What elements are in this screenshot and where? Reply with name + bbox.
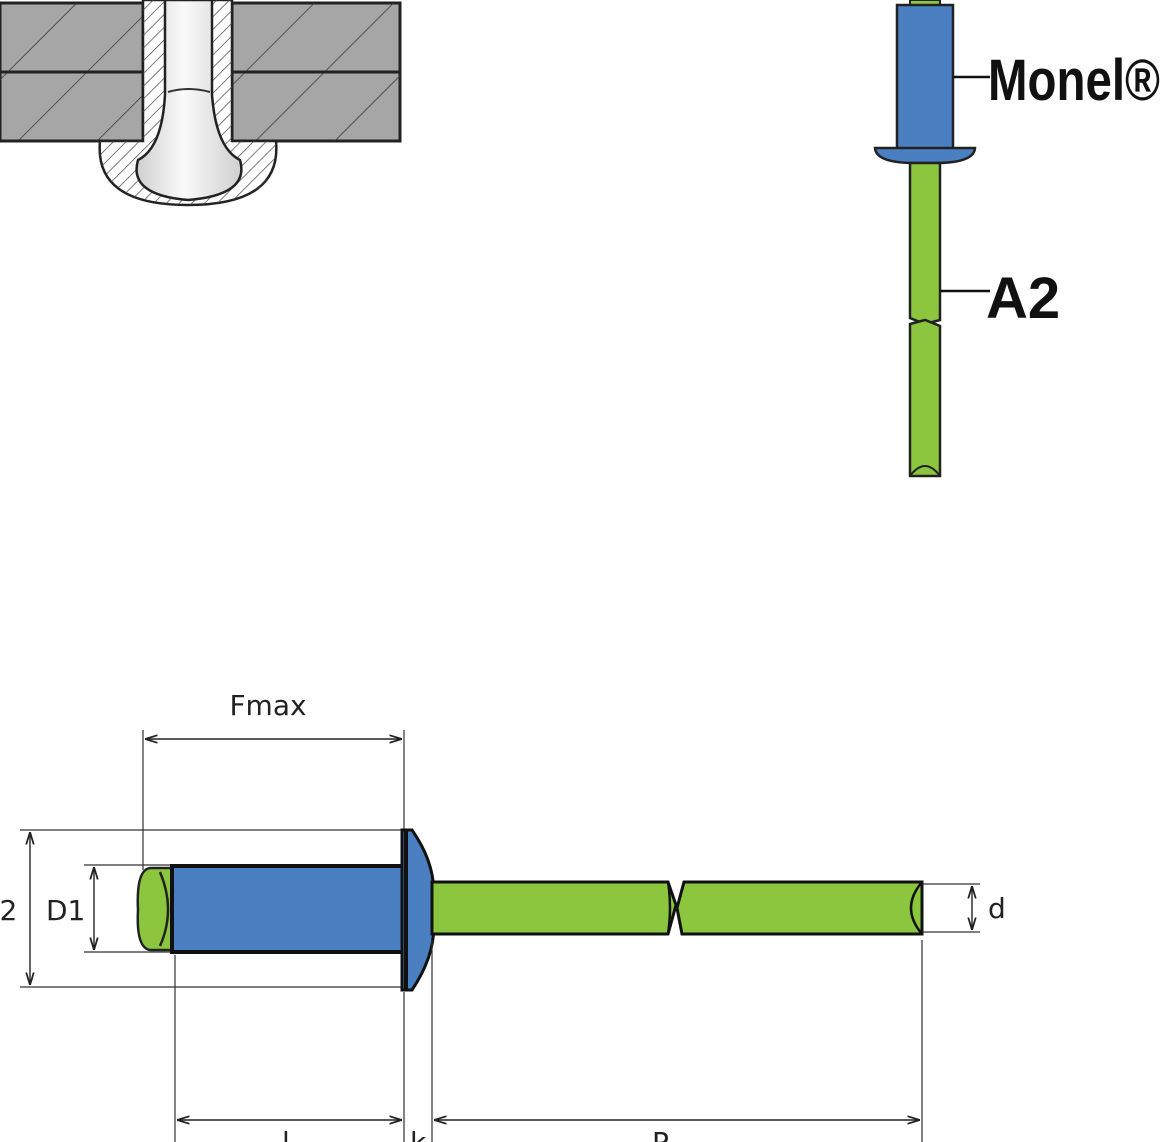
mandrel-section bbox=[135, 0, 243, 202]
installed-rivet-section bbox=[0, 0, 402, 207]
dim-d2-label: D2 bbox=[0, 894, 17, 927]
mandrel-upper bbox=[908, 161, 942, 326]
mandrel-head-tip bbox=[136, 866, 177, 952]
dim-d1-label: D1 bbox=[46, 894, 85, 927]
rivet-body-side bbox=[895, 3, 955, 152]
mandrel-material-label: A2 bbox=[986, 266, 1060, 331]
dim-p-label: P bbox=[652, 1126, 669, 1142]
dim-l-label: l bbox=[282, 1126, 290, 1142]
body-material-label: Monel® bbox=[988, 48, 1160, 113]
mandrel-shaft-1 bbox=[430, 880, 678, 936]
dimension-drawing: Fmax D2 D1 d bbox=[0, 689, 1006, 1142]
rivet-body bbox=[170, 864, 408, 954]
rivet-material-view: Monel® A2 bbox=[873, 0, 1160, 478]
dim-fmax-label: Fmax bbox=[229, 689, 306, 722]
mandrel-shaft-2 bbox=[675, 880, 924, 936]
dim-d-label: d bbox=[988, 892, 1006, 925]
rivet-flange-side bbox=[873, 146, 977, 165]
mandrel-lower bbox=[908, 318, 942, 478]
dim-k-label: k bbox=[410, 1126, 427, 1142]
